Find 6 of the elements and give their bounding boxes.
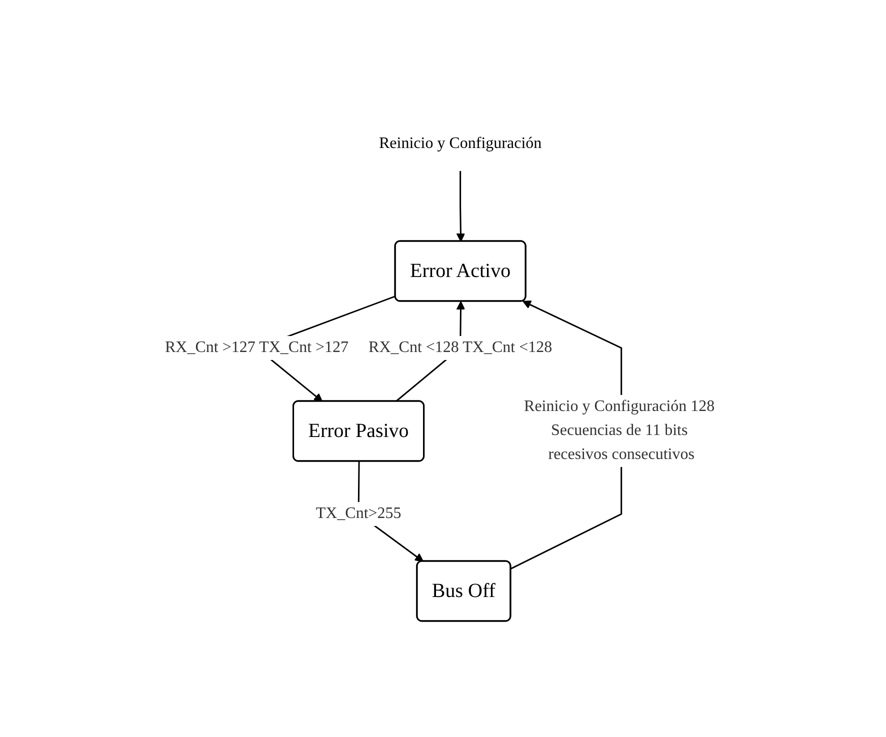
edge-label: TX_Cnt>255 xyxy=(316,504,402,522)
arrow xyxy=(456,170,465,242)
edge-label: Reinicio y Configuración 128 Secuencias de 11 bits recesivos consecutivos xyxy=(524,398,714,462)
edge-label: RX_Cnt >127 TX_Cnt >127 xyxy=(164,338,348,356)
edge-label: RX_Cnt <128 TX_Cnt <128 xyxy=(368,338,552,356)
node-text: Reinicio y Configuración xyxy=(378,134,542,152)
